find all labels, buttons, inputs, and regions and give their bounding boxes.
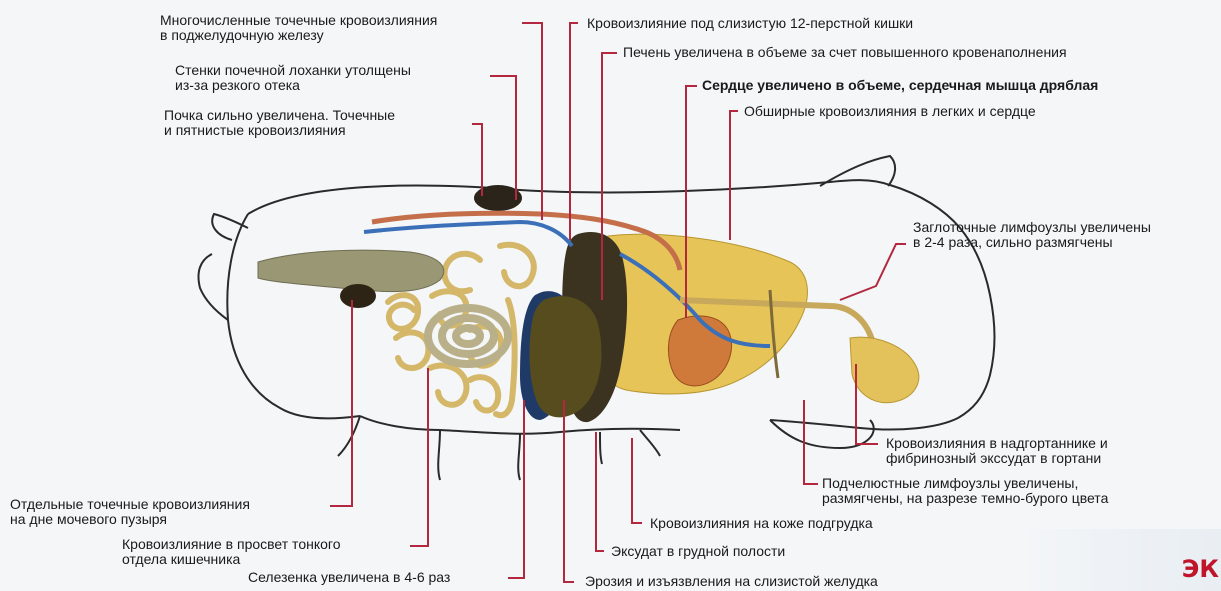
label-epiglottis: Кровоизлияния в надгортаннике и фибриноз…	[886, 436, 1108, 466]
label-pharyngeal-nodes: Заглоточные лимфоузлы увеличены в 2-4 ра…	[913, 220, 1151, 250]
leader-renal-pelvis	[490, 76, 516, 200]
label-bladder-line2: на дне мочевого пузыря	[10, 512, 250, 527]
bladder	[340, 284, 376, 308]
label-exudate-line1: Эксудат в грудной полости	[611, 544, 785, 559]
label-spleen-line1: Селезенка увеличена в 4-6 раз	[248, 570, 450, 585]
label-spleen: Селезенка увеличена в 4-6 раз	[248, 570, 450, 585]
label-submandibular-line1: Подчелюстные лимфоузлы увеличены,	[822, 476, 1108, 491]
label-duodenum-line1: Кровоизлияние под слизистую 12-перстной …	[587, 16, 913, 31]
label-kidney-line1: Почка сильно увеличена. Точечные	[164, 108, 395, 123]
label-kidney-line2: и пятнистые кровоизлияния	[164, 123, 395, 138]
label-kidney: Почка сильно увеличена. Точечные и пятни…	[164, 108, 395, 138]
label-renal-pelvis-line2: из-за резкого отека	[175, 78, 411, 93]
label-renal-pelvis: Стенки почечной лоханки утолщены из-за р…	[175, 63, 411, 93]
leader-duodenum	[570, 23, 578, 240]
label-duodenum: Кровоизлияние под слизистую 12-перстной …	[587, 16, 913, 31]
label-renal-pelvis-line1: Стенки почечной лоханки утолщены	[175, 63, 411, 78]
label-pancreas-line2: в поджелудочную железу	[160, 28, 437, 43]
organs	[258, 185, 919, 422]
label-intestine-line2: отдела кишечника	[122, 552, 340, 567]
leader-spleen	[508, 400, 524, 578]
label-liver: Печень увеличена в объеме за счет повыше…	[623, 45, 1067, 60]
label-skin-line1: Кровоизлияния на коже подгрудка	[650, 516, 873, 531]
label-heart-line1: Сердце увеличено в объеме, сердечная мыш…	[702, 78, 1098, 93]
label-pharyngeal-line1: Заглоточные лимфоузлы увеличены	[913, 220, 1151, 235]
corner-mark-text: ЭК	[1182, 555, 1219, 583]
label-skin: Кровоизлияния на коже подгрудка	[650, 516, 873, 531]
label-submandibular-nodes: Подчелюстные лимфоузлы увеличены, размяг…	[822, 476, 1108, 506]
leader-submandibular	[804, 400, 818, 484]
label-liver-line1: Печень увеличена в объеме за счет повыше…	[623, 45, 1067, 60]
leader-kidney	[472, 124, 482, 196]
label-lungs: Обширные кровоизлияния в легких и сердце	[744, 104, 1036, 119]
label-intestine-line1: Кровоизлияние в просвет тонкого	[122, 537, 340, 552]
label-pharyngeal-line2: в 2-4 раза, сильно размягчены	[913, 235, 1151, 250]
leader-lungs	[730, 111, 738, 240]
spiral-colon	[428, 308, 508, 364]
label-epiglottis-line1: Кровоизлияния в надгортаннике и	[886, 436, 1108, 451]
label-pancreas: Многочисленные точечные кровоизлияния в …	[160, 13, 437, 43]
label-epiglottis-line2: фибринозный экссудат в гортани	[886, 451, 1108, 466]
label-bladder: Отдельные точечные кровоизлияния на дне …	[10, 497, 250, 527]
label-intestine: Кровоизлияние в просвет тонкого отдела к…	[122, 537, 340, 567]
leader-bladder	[330, 300, 352, 506]
leader-pharyngeal	[840, 244, 906, 300]
leader-skin	[632, 438, 642, 523]
label-submandibular-line2: размягчены, на разрезе темно-бурого цвет…	[822, 491, 1108, 506]
label-stomach: Эрозия и изъязвления на слизистой желудк…	[585, 574, 878, 589]
label-pancreas-line1: Многочисленные точечные кровоизлияния	[160, 13, 437, 28]
label-heart: Сердце увеличено в объеме, сердечная мыш…	[702, 78, 1098, 93]
pharynx	[850, 337, 919, 402]
label-lungs-line1: Обширные кровоизлияния в легких и сердце	[744, 104, 1036, 119]
label-stomach-line1: Эрозия и изъязвления на слизистой желудк…	[585, 574, 878, 589]
label-exudate: Эксудат в грудной полости	[611, 544, 785, 559]
label-bladder-line1: Отдельные точечные кровоизлияния	[10, 497, 250, 512]
leader-stomach	[564, 400, 574, 582]
leader-intestine	[410, 368, 428, 546]
